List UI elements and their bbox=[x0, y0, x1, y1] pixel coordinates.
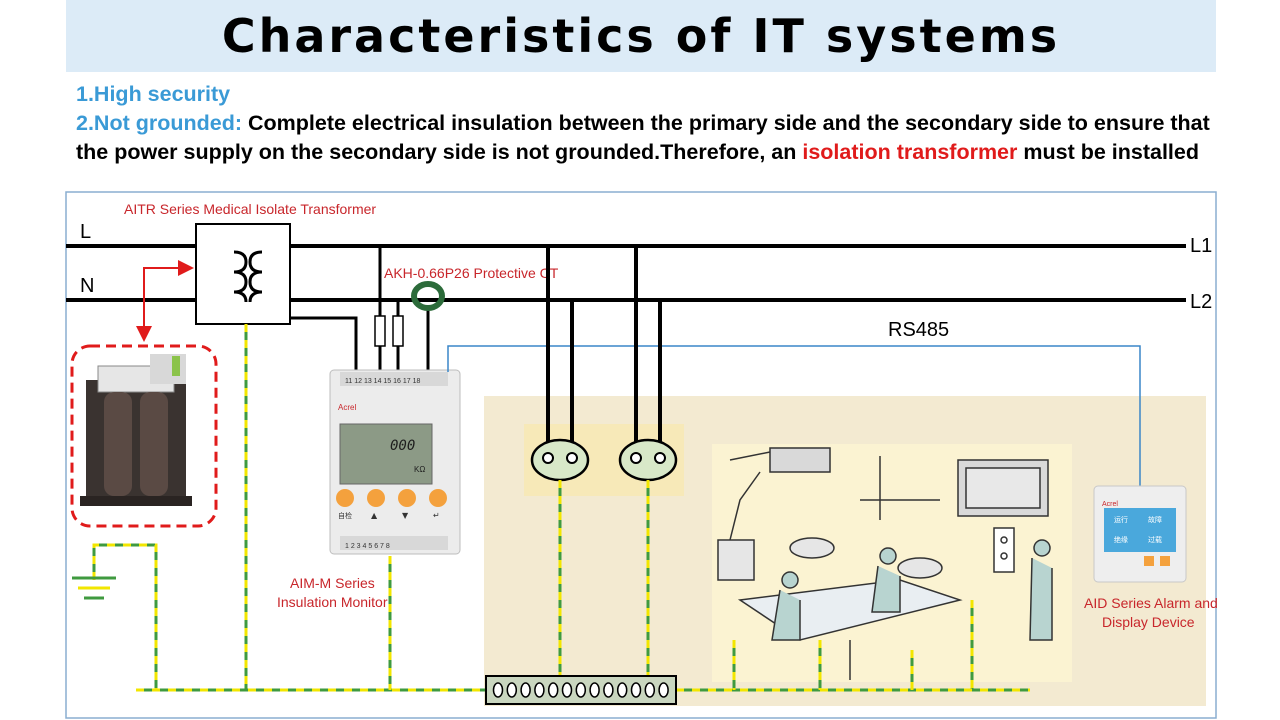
svg-text:Acrel: Acrel bbox=[338, 403, 356, 412]
terminal-hole bbox=[603, 682, 614, 698]
red-arrow bbox=[136, 267, 192, 342]
title-bar: Characteristics of IT systems bbox=[66, 0, 1216, 72]
svg-text:▼: ▼ bbox=[402, 511, 409, 520]
alarm-label-1: AID Series Alarm and bbox=[1084, 595, 1218, 611]
monitor-label-1: AIM-M Series bbox=[290, 575, 375, 591]
characteristics-text: 1.High security 2.Not grounded: Complete… bbox=[76, 80, 1216, 167]
svg-text:KΩ: KΩ bbox=[414, 465, 425, 474]
svg-text:000: 000 bbox=[390, 438, 415, 454]
svg-text:↵: ↵ bbox=[433, 511, 440, 520]
point-1: 1.High security bbox=[76, 82, 231, 106]
svg-text:1 2 3 4 5 6 7 8: 1 2 3 4 5 6 7 8 bbox=[345, 543, 390, 550]
socket-1 bbox=[530, 438, 590, 482]
label-l2: L2 bbox=[1190, 291, 1212, 313]
alarm-display-device: Acrel 运行 故障 绝缘 过载 bbox=[1093, 485, 1187, 583]
monitor-label-2: Insulation Monitor bbox=[277, 594, 388, 610]
terminal-hole bbox=[575, 682, 587, 698]
diagram-frame bbox=[65, 191, 1217, 719]
transformer-label: AITR Series Medical Isolate Transformer bbox=[124, 201, 376, 217]
svg-text:自检: 自检 bbox=[338, 511, 352, 520]
svg-text:故障: 故障 bbox=[1148, 515, 1162, 524]
terminal-hole bbox=[589, 682, 600, 698]
label-l: L bbox=[80, 221, 91, 243]
point-2-body: Complete electrical insulation between t… bbox=[76, 111, 1210, 164]
terminal-hole bbox=[644, 682, 656, 698]
terminal-hole bbox=[492, 682, 504, 698]
point-2: 2.Not grounded: Complete electrical insu… bbox=[76, 109, 1216, 167]
svg-text:Acrel: Acrel bbox=[1102, 501, 1118, 508]
terminal-hole bbox=[616, 682, 628, 698]
rs485-label: RS485 bbox=[888, 319, 949, 341]
label-l1: L1 bbox=[1190, 235, 1212, 257]
operating-room-scene bbox=[717, 447, 1053, 680]
alarm-label-2: Display Device bbox=[1102, 614, 1195, 630]
terminal-hole bbox=[561, 682, 573, 698]
transformer-symbol bbox=[195, 223, 291, 325]
point-2-highlight: isolation transformer bbox=[802, 140, 1018, 164]
svg-text:过载: 过载 bbox=[1148, 535, 1162, 544]
ground-wires bbox=[92, 324, 1030, 692]
terminal-hole bbox=[547, 682, 559, 698]
svg-text:运行: 运行 bbox=[1114, 515, 1128, 524]
terminal-hole bbox=[630, 682, 642, 698]
terminal-hole bbox=[506, 682, 518, 698]
socket-2 bbox=[618, 438, 678, 482]
ground-terminal-bar bbox=[485, 675, 677, 705]
insulation-monitor: 11 12 13 14 15 16 17 18 Acrel 000 KΩ 自检 … bbox=[329, 369, 461, 555]
svg-text:▲: ▲ bbox=[371, 511, 378, 520]
terminal-hole bbox=[658, 682, 669, 698]
transformer-photo-frame bbox=[70, 344, 218, 528]
point-2-heading: 2.Not grounded: bbox=[76, 111, 243, 135]
rs485-wire bbox=[447, 345, 1141, 490]
terminal-hole bbox=[534, 682, 545, 698]
terminal-hole bbox=[520, 682, 531, 698]
ct-label: AKH-0.66P26 Protective CT bbox=[384, 265, 559, 281]
label-n: N bbox=[80, 275, 94, 297]
earth-symbol bbox=[72, 576, 116, 600]
svg-text:绝缘: 绝缘 bbox=[1114, 535, 1128, 544]
page-title: Characteristics of IT systems bbox=[221, 9, 1061, 63]
protective-ct bbox=[411, 281, 445, 311]
point-2-tail: must be installed bbox=[1017, 140, 1199, 164]
transformer-photo bbox=[80, 354, 192, 506]
svg-text:11 12 13 14 15 16 17 18: 11 12 13 14 15 16 17 18 bbox=[345, 378, 420, 385]
